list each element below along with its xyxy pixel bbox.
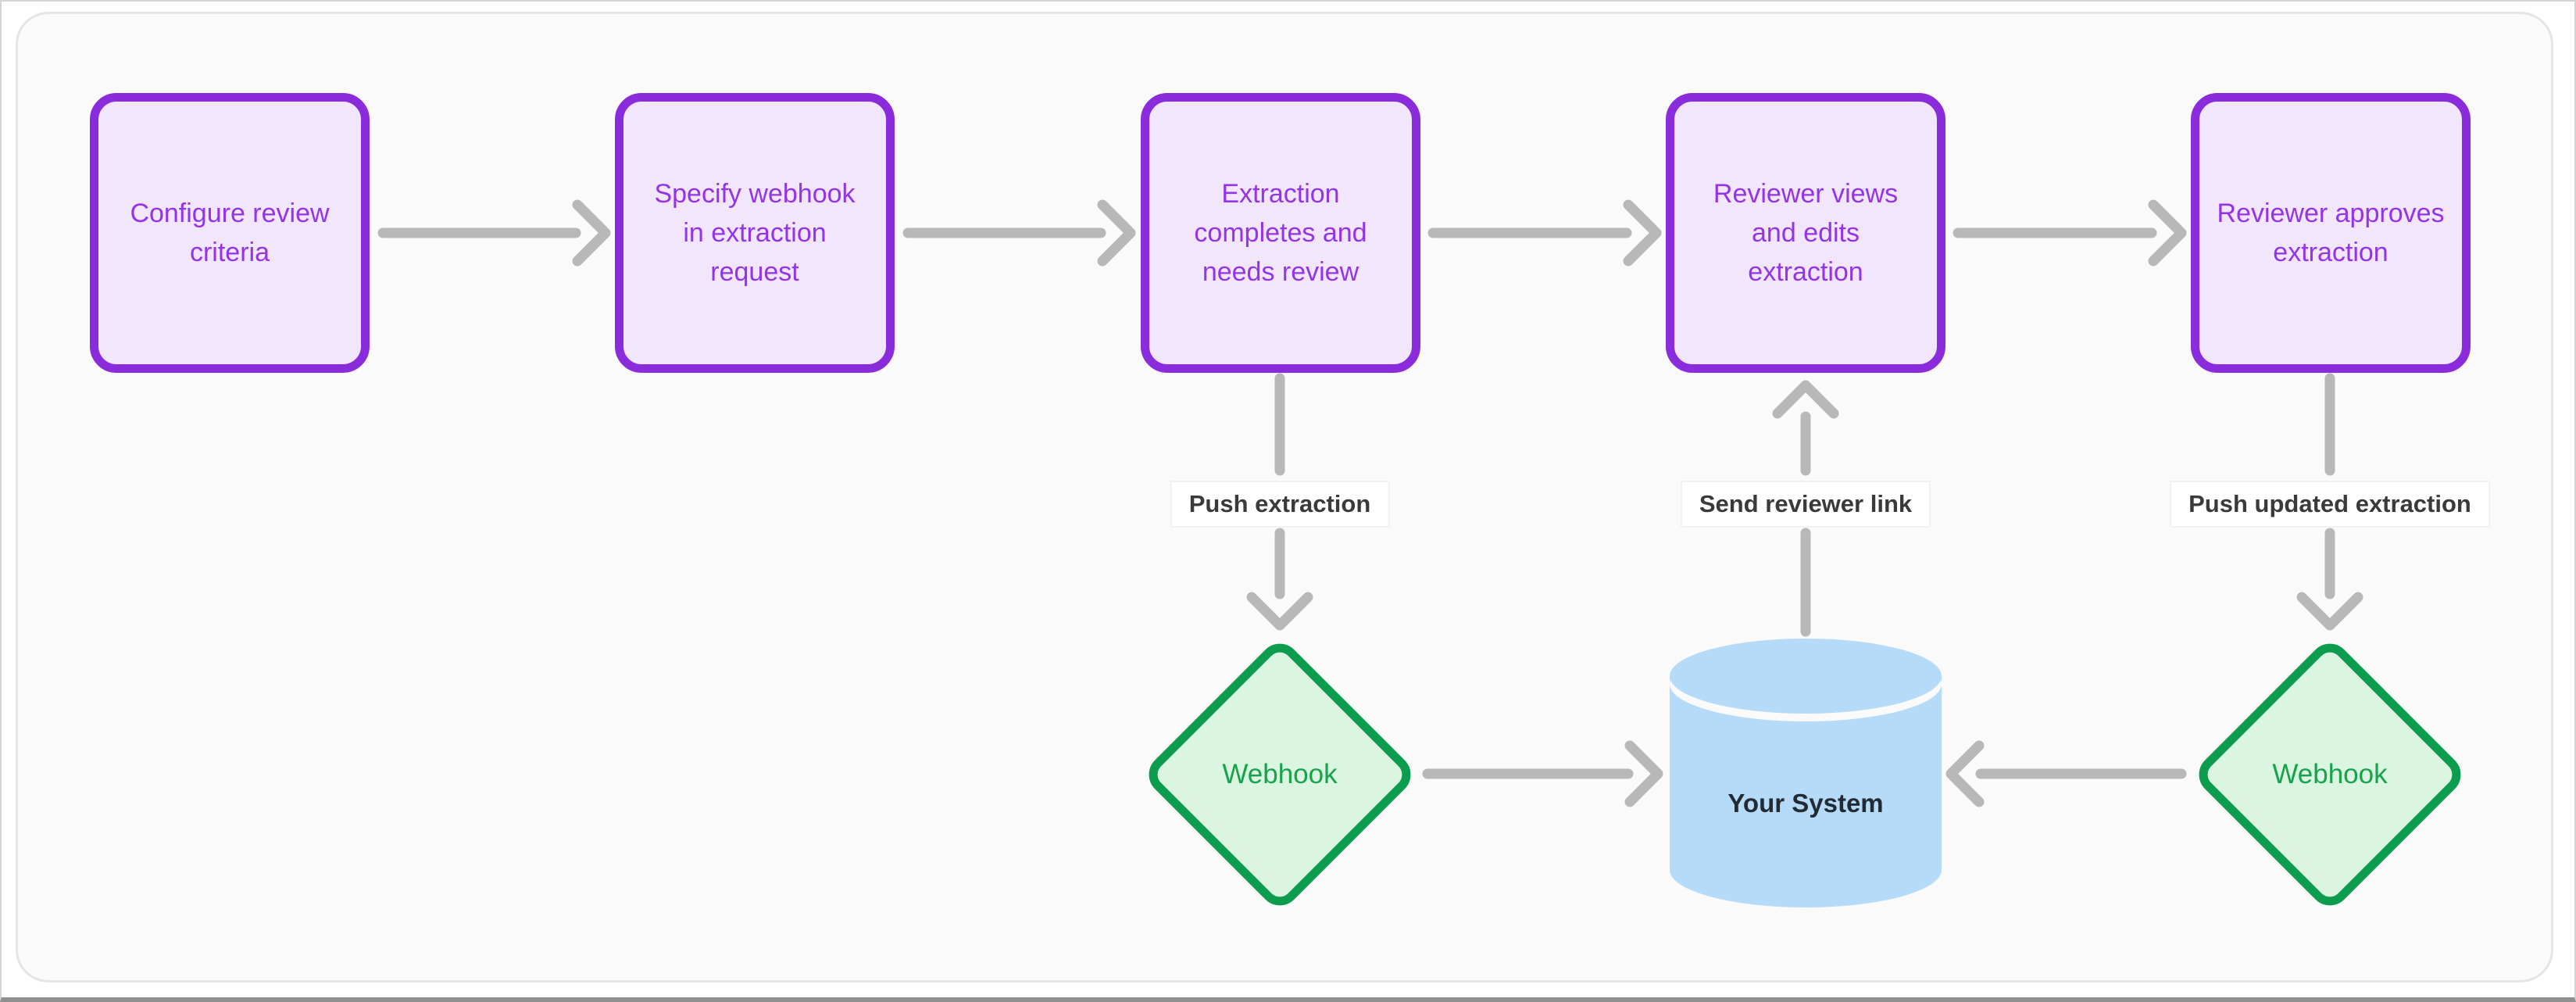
your-system-cylinder-top (1670, 639, 1942, 714)
arrow-review-to-approve (1953, 199, 2187, 267)
node-your-system: Your System (1670, 639, 1942, 907)
node-configure-review-criteria: Configure review criteria (90, 93, 370, 373)
arrow-specify-to-extraction (902, 199, 1136, 267)
arrow-system-to-review (1772, 380, 1839, 637)
node-specify-webhook: Specify webhook in extraction request (615, 93, 895, 373)
arrow-webhook2-to-system (1945, 740, 2187, 807)
webhook-left-label: Webhook (1222, 759, 1338, 789)
arrow-configure-to-specify (377, 199, 611, 267)
node-extraction-completes: Extraction completes and needs review (1141, 93, 1420, 373)
node-reviewer-approves: Reviewer approves extraction (2191, 93, 2471, 373)
edge-label-push-extraction: Push extraction (1170, 481, 1390, 528)
node-webhook-left: Webhook (1140, 635, 1420, 914)
node-reviewer-views-edits: Reviewer views and edits extraction (1666, 93, 1945, 373)
edge-label-send-reviewer-link: Send reviewer link (1680, 481, 1931, 528)
arrow-approve-to-webhook (2296, 373, 2363, 631)
arrow-extraction-to-webhook (1246, 373, 1313, 631)
arrow-extraction-to-review (1427, 199, 1662, 267)
webhook-right-label: Webhook (2272, 759, 2388, 789)
edge-label-push-updated-extraction: Push updated extraction (2170, 481, 2490, 528)
your-system-label: Your System (1727, 789, 1884, 818)
node-webhook-right: Webhook (2190, 635, 2470, 914)
arrow-webhook-to-system (1422, 740, 1663, 807)
your-system-cylinder-body (1670, 676, 1942, 907)
